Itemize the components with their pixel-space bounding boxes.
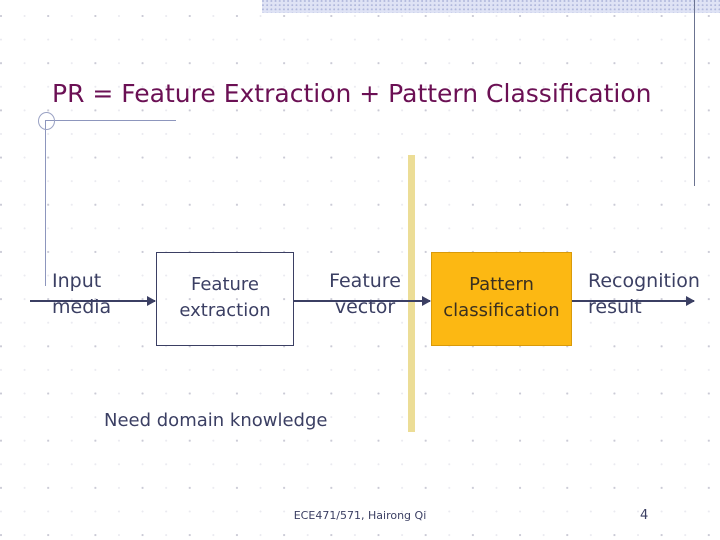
- title-underline-horizontal: [45, 120, 176, 121]
- pattern-classification-line2: classification: [443, 300, 560, 321]
- input-media-label-line2: media: [52, 296, 112, 318]
- feature-vector-line2: vector: [334, 296, 396, 318]
- feature-vector-line1: Feature: [329, 270, 401, 292]
- recognition-result-line1: Recognition: [588, 270, 700, 292]
- input-media-label-line1: Input: [52, 270, 102, 292]
- yellow-divider-bar: [408, 155, 415, 432]
- footer-course-label: ECE471/571, Hairong Qi: [293, 509, 427, 522]
- title-underline-vertical: [45, 120, 46, 286]
- top-banner-decoration: [262, 0, 720, 13]
- recognition-result-label: Recognition result: [588, 268, 718, 320]
- title-circle-decoration: [38, 112, 55, 130]
- slide-title: PR = Feature Extraction + Pattern Classi…: [52, 79, 652, 108]
- feature-extraction-box-label: Feature extraction: [157, 272, 293, 324]
- need-domain-knowledge-note: Need domain knowledge: [104, 410, 328, 431]
- feature-extraction-line1: Feature: [190, 274, 260, 295]
- pattern-classification-box-label: Pattern classification: [431, 272, 572, 324]
- right-vertical-rule: [694, 0, 695, 186]
- arrow-extraction-to-classification-icon: [294, 296, 431, 306]
- recognition-result-line2: result: [588, 296, 642, 318]
- feature-vector-label: Feature vector: [318, 268, 412, 320]
- footer-page-number: 4: [640, 508, 649, 523]
- input-media-label: Input media: [52, 268, 152, 320]
- arrow-input-to-extraction-icon: [30, 296, 156, 306]
- arrow-classification-to-result-icon: [572, 296, 695, 306]
- pattern-classification-box: Pattern classification: [431, 252, 572, 346]
- pattern-classification-line1: Pattern: [469, 274, 534, 295]
- feature-extraction-box: Feature extraction: [156, 252, 294, 346]
- feature-extraction-line2: extraction: [179, 300, 271, 321]
